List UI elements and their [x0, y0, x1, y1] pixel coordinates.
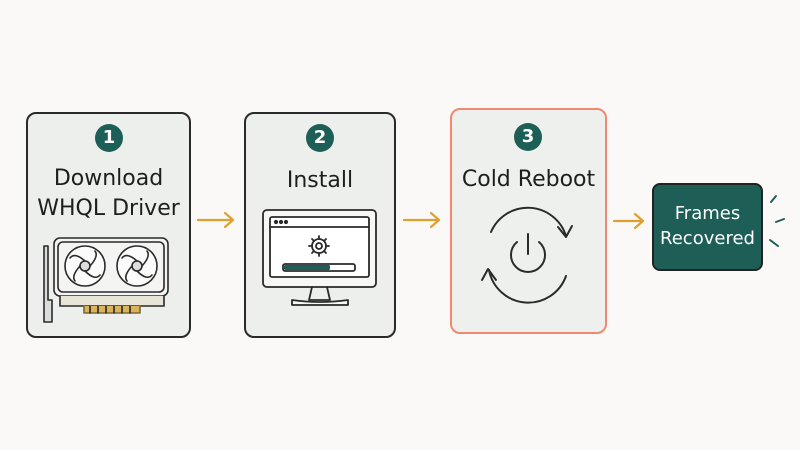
step-2-badge: 2 [306, 124, 334, 152]
arrow-icon [402, 211, 441, 229]
step-1-title-line2: WHQL Driver [37, 196, 180, 221]
step-reboot-card: 3 Cold Reboot [450, 108, 607, 334]
sparkle-lines-icon [769, 195, 785, 247]
power-restart-icon [481, 206, 573, 304]
result-line1: Frames [674, 203, 741, 224]
step-1-badge: 1 [95, 124, 123, 152]
monitor-installer-icon [262, 209, 377, 306]
flow-arrows [196, 211, 645, 230]
frames-recovered-box: Frames Recovered [652, 183, 763, 271]
step-2-title: Install [286, 168, 354, 193]
gpu-card-icon [43, 237, 169, 323]
step-1-title-line1: Download [53, 166, 164, 191]
gear-icon [308, 235, 330, 257]
step-3-badge: 3 [514, 123, 542, 151]
arrow-icon [196, 211, 235, 229]
result-line2: Recovered [660, 228, 755, 249]
arrow-icon [612, 212, 645, 230]
step-download-card: 1 Download WHQL Driver [26, 112, 191, 338]
step-3-title: Cold Reboot [461, 167, 596, 192]
